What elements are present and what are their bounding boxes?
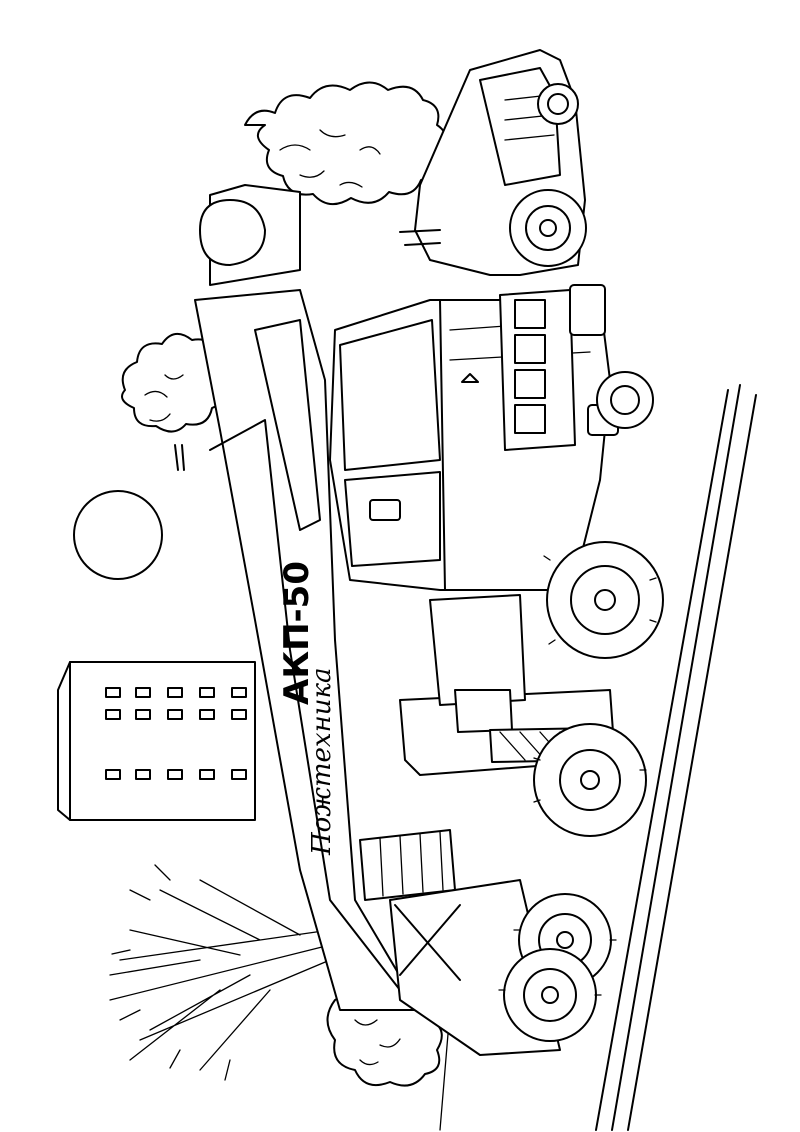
fire-truck-icon: АКП-50 Пожтехника — [194, 184, 664, 1056]
sun-icon — [73, 490, 163, 580]
road-lines — [439, 384, 757, 1131]
car-icon — [399, 49, 587, 276]
brand-label: Пожтехника — [307, 668, 337, 856]
model-label: АКП-50 — [277, 561, 317, 705]
building-icon — [57, 661, 256, 821]
